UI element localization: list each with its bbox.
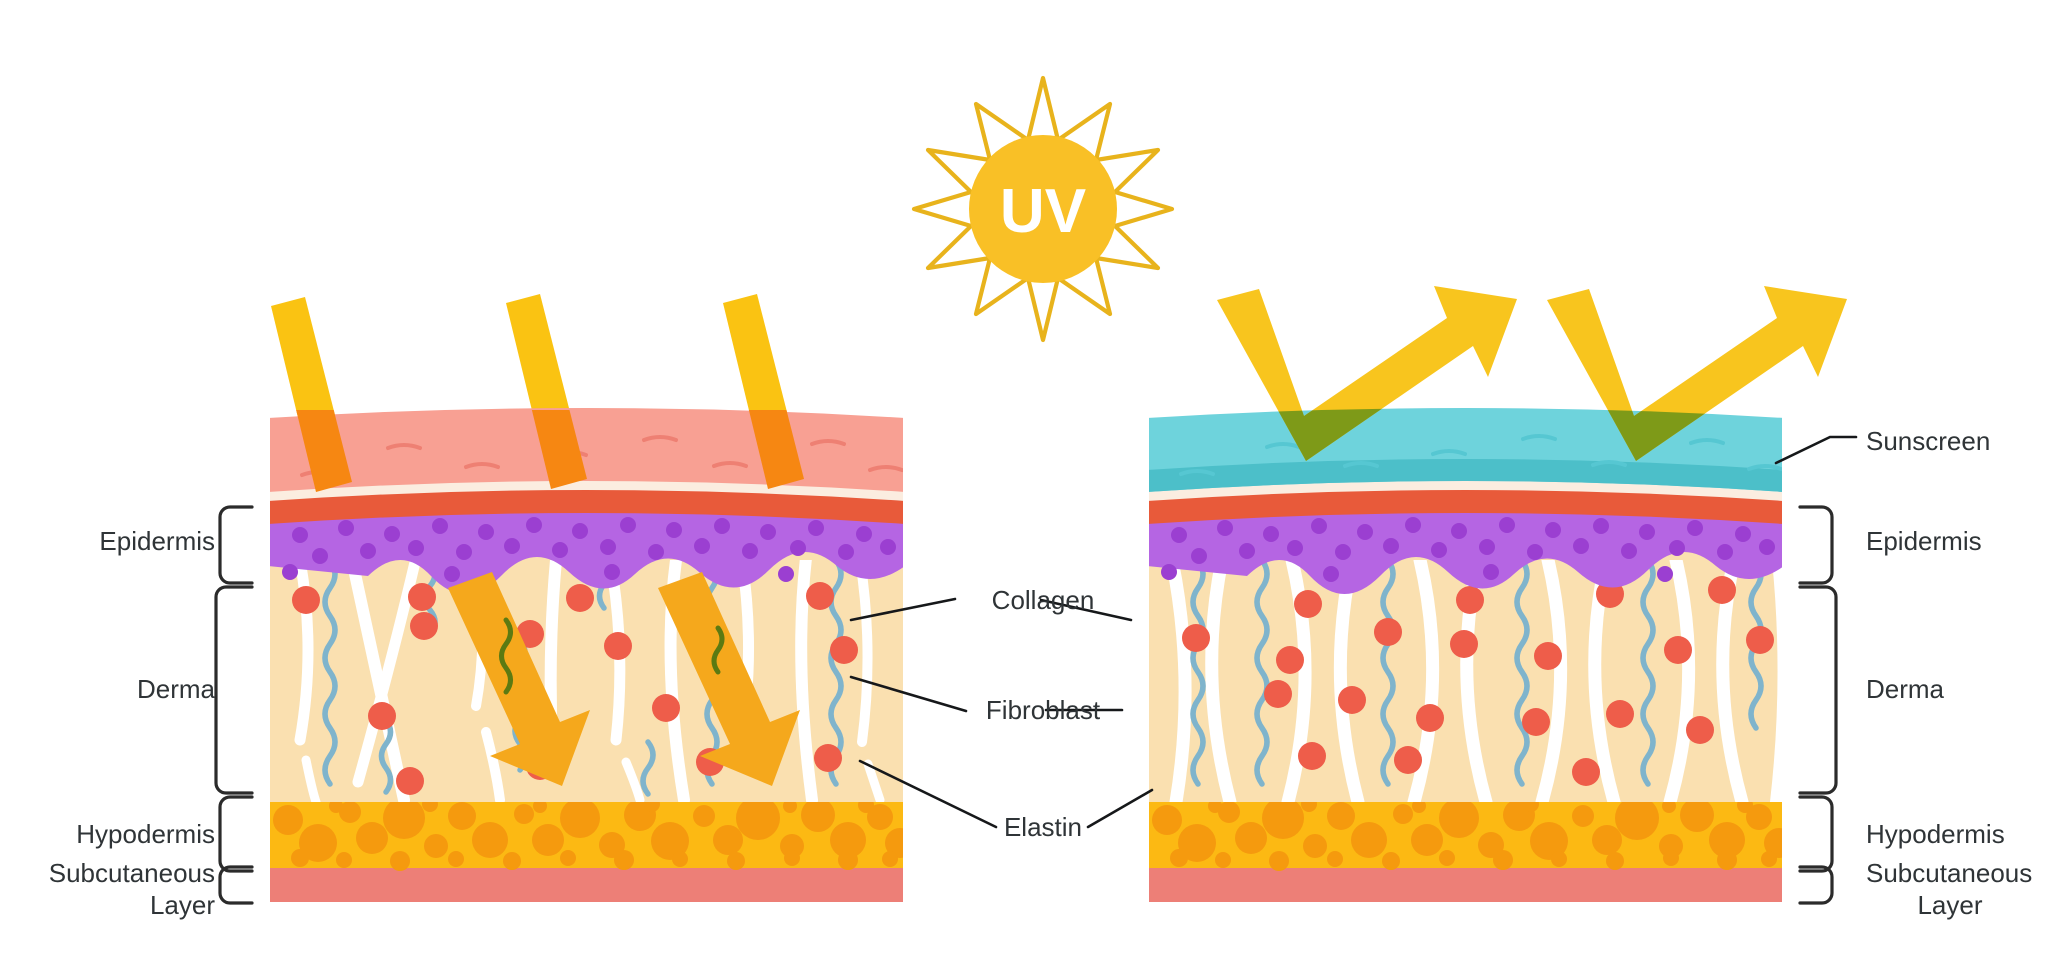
uv-rays-absorbed-left [296,410,804,492]
leader-line-sunscreen [1774,435,1858,465]
center-label-group: Collagen Fibroblast Elastin [849,585,1154,842]
right-label-group: Sunscreen Epidermis Derma Hypodermis Sub… [1866,426,2032,920]
label-subcutaneous-right-line2: Layer [1917,890,1982,920]
elastin-fibers-right [1190,560,1764,787]
bracket-hypodermis-right [1798,795,1834,873]
label-epidermis-right: Epidermis [1866,526,1982,556]
uv-damage-arrows-left [448,572,800,786]
skin-without-sunscreen-panel [262,294,913,902]
label-epidermis-left: Epidermis [99,526,215,556]
label-collagen: Collagen [992,585,1095,615]
panel-right-left-gutter [1141,410,1149,902]
sunscreen-texture-right [1179,434,1783,476]
bracket-derma-right [1798,585,1838,795]
label-derma-right: Derma [1866,674,1945,704]
basal-band-right [1147,487,1784,524]
epidermis-cell-dots-right [1161,517,1775,582]
subcutaneous-layer-left [268,866,905,902]
fibroblast-cells-right [1182,576,1774,786]
bracket-epidermis-left [218,505,254,585]
elastin-through-arrow-left [499,617,725,695]
skin-with-sunscreen-panel [1141,286,1847,902]
hypodermis-layer-left [268,800,905,871]
right-brackets [1798,505,1838,905]
left-label-group: Epidermis Derma Hypodermis Subcutaneous … [49,526,216,920]
sun-rays-icon [911,75,1175,343]
bracket-hypodermis-left [218,795,254,873]
label-derma-left: Derma [137,674,216,704]
label-sunscreen-right: Sunscreen [1866,426,1990,456]
epidermis-layer-right [1147,509,1784,594]
label-subcutaneous-right: Subcutaneous [1866,858,2032,888]
fat-cells-left [273,800,905,871]
uv-reflection-arrows-right [1217,286,1847,461]
uv-reflection-overlap [1217,408,1784,461]
panel-left-gutter [262,410,270,902]
subcutaneous-layer-right [1147,866,1784,902]
label-hypodermis-left: Hypodermis [76,819,215,849]
leader-line-collagen-left [849,597,957,622]
bracket-subcutaneous-left [218,865,254,905]
panel-right-gutter [903,410,913,902]
leader-line-elastin-right [1086,788,1154,829]
bracket-derma-left [214,585,254,795]
bracket-epidermis-right [1798,505,1834,585]
sun-core-icon [969,135,1117,283]
label-hypodermis-right: Hypodermis [1866,819,2005,849]
label-subcutaneous-left: Subcutaneous [49,858,215,888]
left-brackets [214,505,254,905]
label-elastin: Elastin [1004,812,1082,842]
uv-damage-arrow [658,572,800,786]
fat-cells-right [1152,800,1784,871]
derma-fibers-right [1165,560,1784,802]
panel-right-right-gutter [1782,410,1792,902]
uv-damage-arrow [448,572,590,786]
sun-uv-label: UV [1000,177,1086,246]
epidermis-layer-left [268,509,905,594]
sun-uv-icon: UV [911,75,1175,343]
label-fibroblast: Fibroblast [986,695,1101,725]
leader-line-elastin-left [858,759,998,829]
epidermis-cell-dots-left [282,517,896,582]
hypodermis-layer-right [1147,800,1784,871]
surface-skin-left [268,408,905,492]
leader-line-collagen-right [1039,598,1133,622]
label-subcutaneous-left-line2: Layer [150,890,215,920]
leader-line-fibroblast-left [849,675,968,713]
bracket-subcutaneous-right [1798,865,1834,905]
basal-band-left [268,487,905,524]
